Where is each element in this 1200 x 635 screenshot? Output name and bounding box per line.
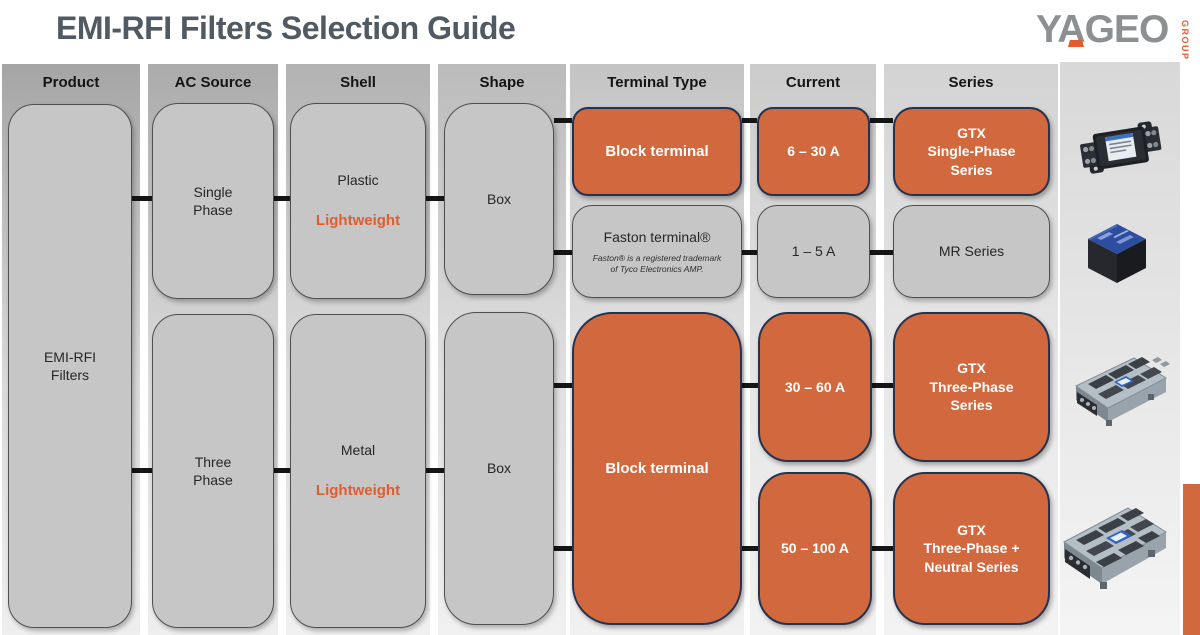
node-series-gtx-three-phase-neutral: GTX Three-Phase + Neutral Series xyxy=(893,472,1050,625)
decorative-orange-strip xyxy=(1183,484,1200,635)
node-shell-plastic: Plastic Lightweight xyxy=(290,103,426,299)
yageo-logo-group-text: GROUP xyxy=(1180,20,1190,61)
column-header-current: Current xyxy=(785,73,841,91)
connector xyxy=(742,383,758,388)
node-block-terminal-top: Block terminal xyxy=(572,107,742,196)
node-current-30-60a: 30 – 60 A xyxy=(758,312,872,462)
node-block-terminal-bottom: Block terminal xyxy=(572,312,742,625)
node-series-gtx-three-phase: GTX Three-Phase Series xyxy=(893,312,1050,462)
shell-weight-label: Lightweight xyxy=(315,212,401,230)
node-single-phase: Single Phase xyxy=(152,103,274,299)
connector xyxy=(872,383,893,388)
node-shape-box-top: Box xyxy=(444,103,554,295)
node-current-50-100a: 50 – 100 A xyxy=(758,472,872,625)
node-shell-metal: Metal Lightweight xyxy=(290,314,426,628)
connector xyxy=(132,196,152,201)
connector xyxy=(554,546,572,551)
yageo-logo-a-accent xyxy=(1068,40,1084,47)
connector xyxy=(132,468,152,473)
node-series-gtx-single-phase: GTX Single-Phase Series xyxy=(893,107,1050,196)
connector xyxy=(870,250,893,255)
connector xyxy=(872,546,893,551)
node-current-6-30a: 6 – 30 A xyxy=(757,107,870,196)
shell-material-label: Plastic xyxy=(337,171,379,188)
column-header-shape: Shape xyxy=(479,73,525,91)
connector xyxy=(274,196,290,201)
connector xyxy=(554,250,572,255)
column-header-shell: Shell xyxy=(340,73,376,91)
shell-weight-label: Lightweight xyxy=(315,482,401,500)
node-three-phase: Three Phase xyxy=(152,314,274,628)
node-shape-box-bottom: Box xyxy=(444,312,554,625)
connector xyxy=(742,546,758,551)
connector xyxy=(274,468,290,473)
connector xyxy=(742,118,757,123)
column-header-terminal-type: Terminal Type xyxy=(607,73,707,91)
gtx-three-phase-neutral-photo xyxy=(1052,494,1176,603)
column-header-series: Series xyxy=(948,73,994,91)
connector xyxy=(554,383,572,388)
faston-terminal-label: Faston terminal® xyxy=(603,229,711,246)
mr-series-photo xyxy=(1080,213,1152,292)
connector xyxy=(742,250,757,255)
column-header-product: Product xyxy=(42,73,100,91)
yageo-logo: YAGEO xyxy=(1036,8,1169,51)
column-header-ac-source: AC Source xyxy=(174,73,252,91)
gtx-three-phase-photo xyxy=(1062,346,1176,439)
shell-material-label: Metal xyxy=(340,441,376,458)
connector xyxy=(554,118,572,123)
connector xyxy=(870,118,893,123)
connector xyxy=(426,196,444,201)
page-title: EMI-RFI Filters Selection Guide xyxy=(56,10,516,46)
connector xyxy=(426,468,444,473)
node-faston-terminal: Faston terminal® Faston® is a registered… xyxy=(572,205,742,298)
gtx-single-phase-photo xyxy=(1075,118,1167,185)
faston-trademark-note: Faston® is a registered trademark of Tyc… xyxy=(592,252,722,274)
node-current-1-5a: 1 – 5 A xyxy=(757,205,870,298)
node-series-mr: MR Series xyxy=(893,205,1050,298)
node-emi-rfi-filters: EMI-RFI Filters xyxy=(8,104,132,628)
